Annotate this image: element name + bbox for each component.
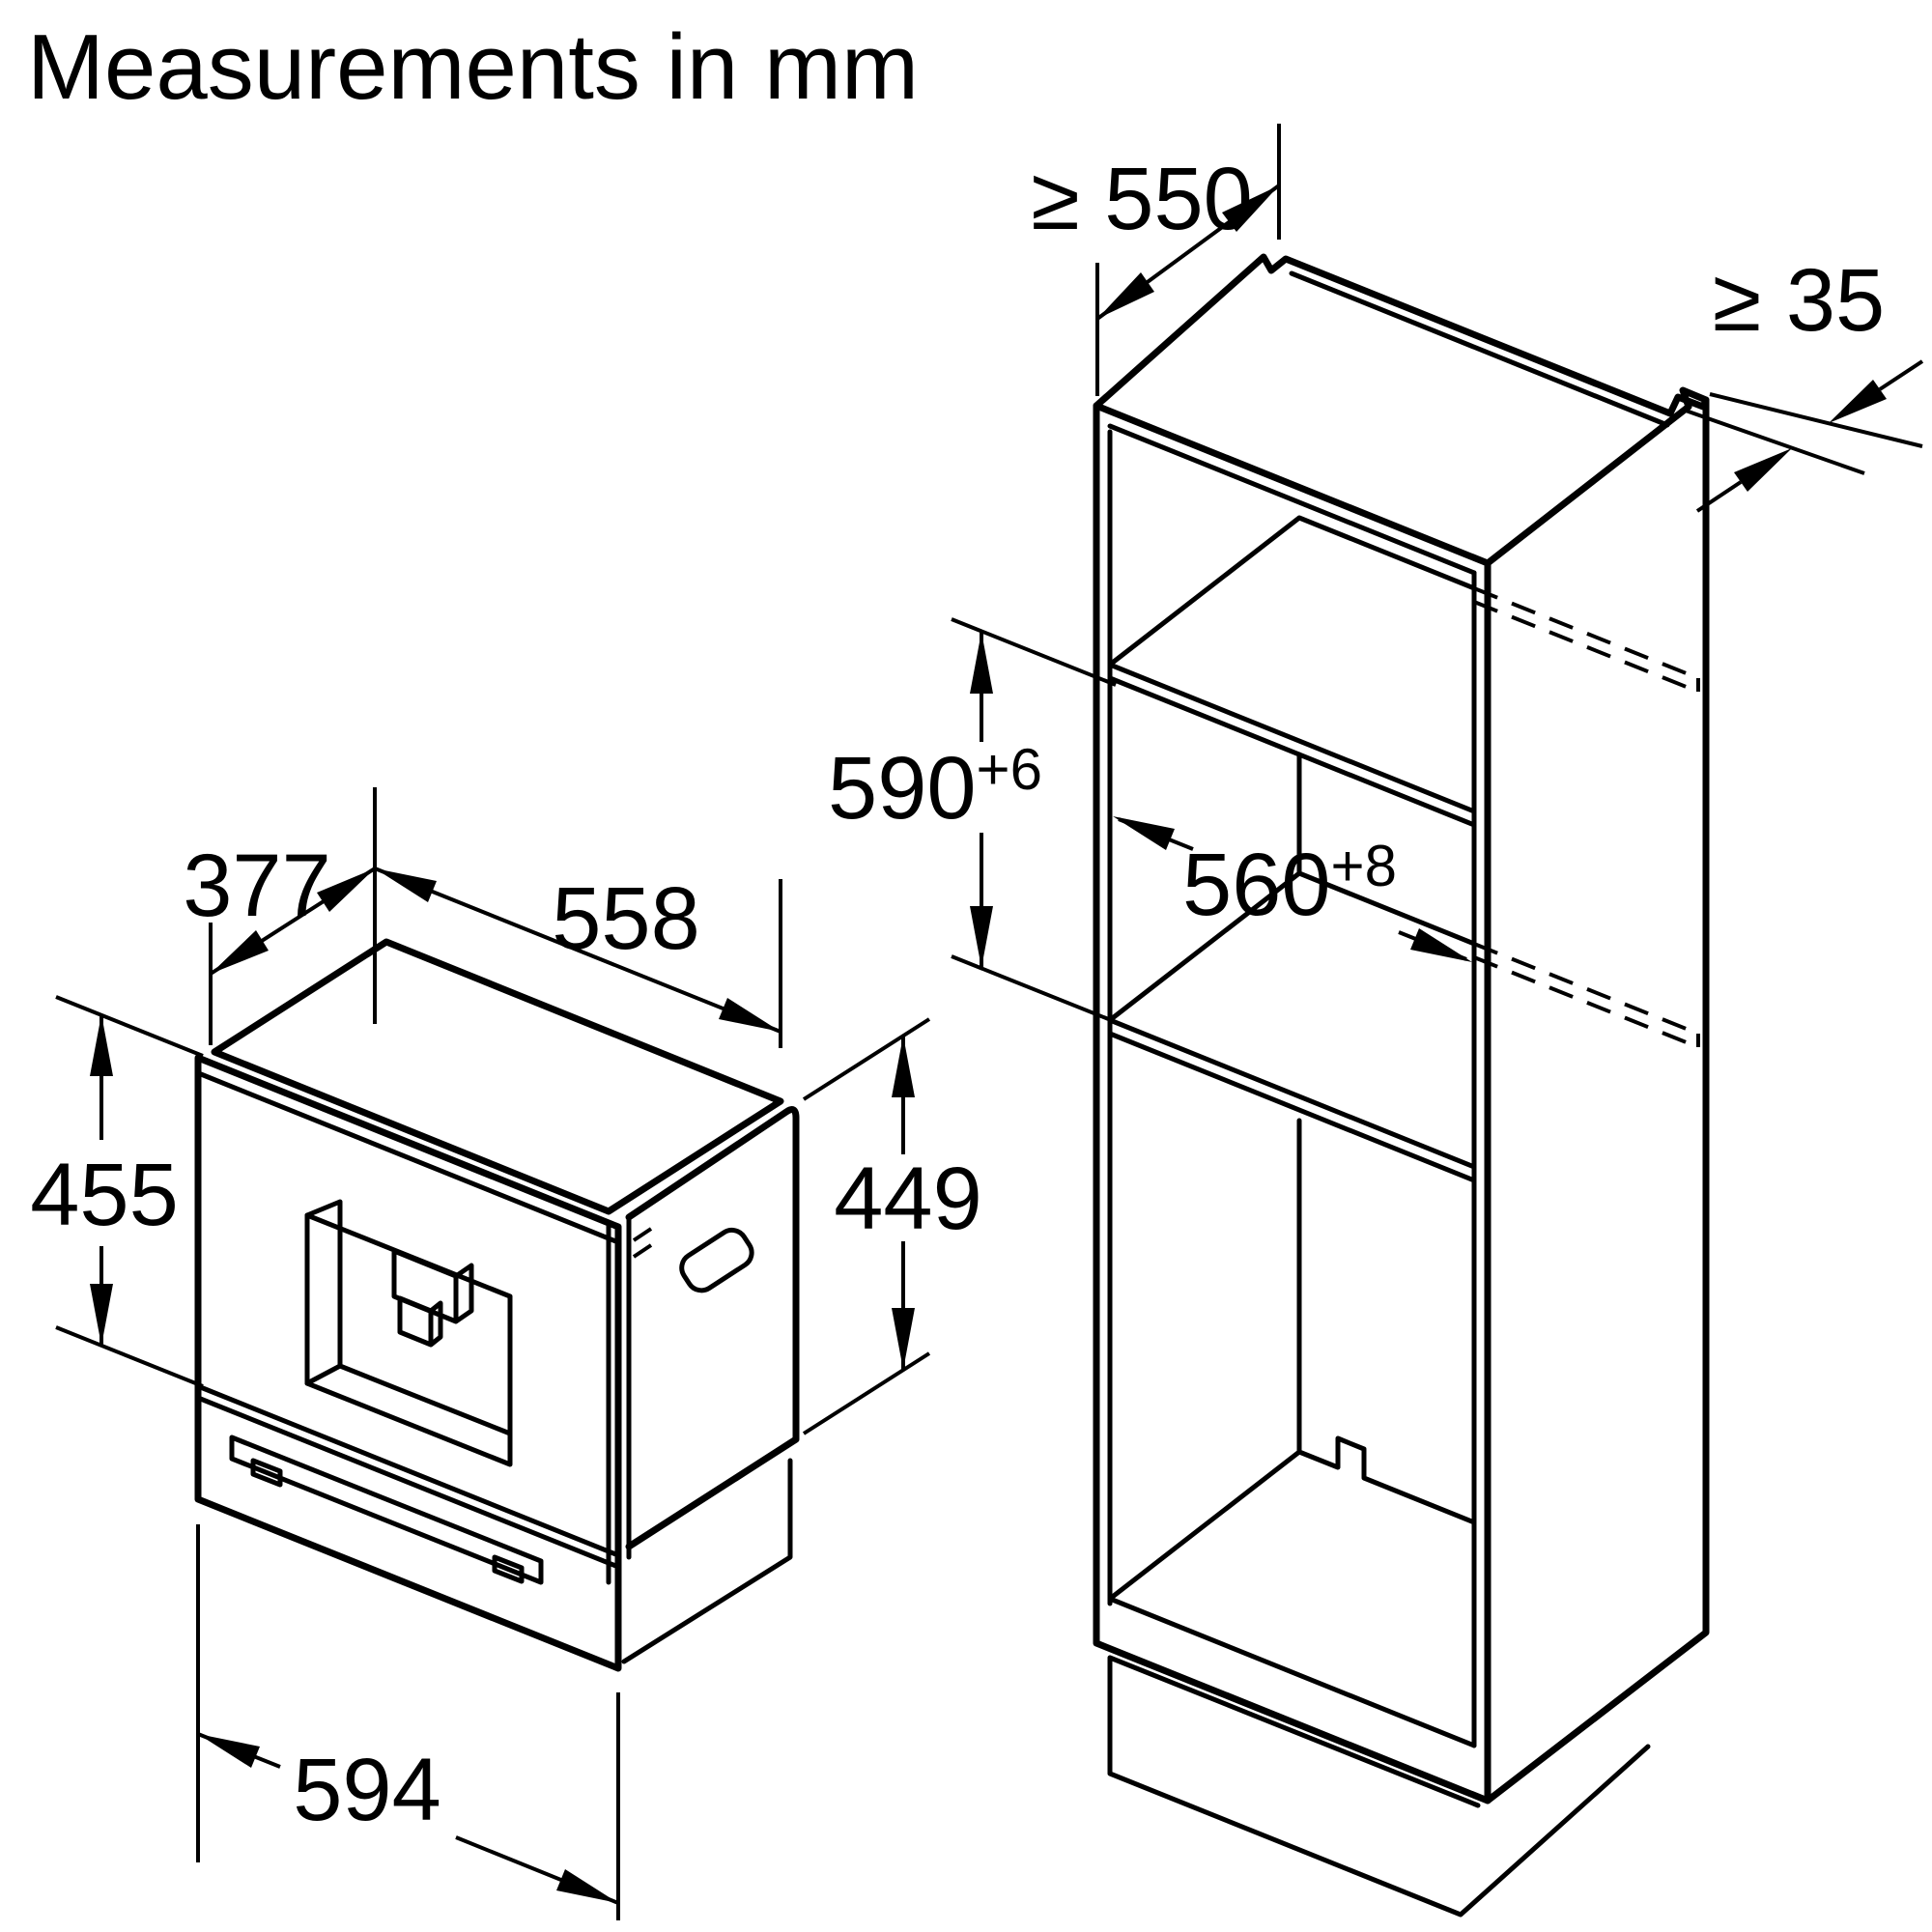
dim-appliance-front-height: 455 (30, 1146, 179, 1244)
appliance-frame-edge-band (606, 1214, 632, 1585)
bottom-compartment-interior (1107, 1118, 1477, 1602)
arrowhead (1410, 928, 1472, 962)
cabinet-dimensions: ≥ 550 ≥ 35 590+6 560+8 (828, 124, 1924, 1024)
dim-558-lines (374, 867, 782, 1048)
dim-35-lines (1685, 359, 1924, 513)
cabinet-top-face (1093, 253, 1710, 567)
dim-455-lines (55, 995, 204, 1388)
spout-outlet (397, 1295, 443, 1348)
appliance-front-chamfer (198, 1071, 621, 1245)
arrowhead (1734, 448, 1792, 492)
dim-appliance-bottom-width: 594 (293, 1741, 441, 1839)
cabinet-plinth (1107, 1655, 1651, 1918)
appliance-front-outline (194, 1054, 622, 1672)
appliance-side-face (625, 1106, 800, 1550)
arrowhead (719, 998, 781, 1032)
dim-594-lines (196, 1524, 620, 1920)
arrowhead (892, 1308, 915, 1370)
arrowhead (375, 868, 437, 902)
dim-niche-width: 560+8 (1182, 834, 1397, 934)
drawer-handle-standoffs (250, 1458, 525, 1584)
dim-appliance-depth: 377 (183, 837, 331, 935)
dim-449-lines (802, 1017, 931, 1435)
side-notch-mark (632, 1227, 653, 1259)
niche-interior (1107, 752, 1477, 1023)
dim-niche-width-tolerance: +8 (1331, 834, 1397, 898)
arrowhead (198, 1734, 260, 1768)
dim-appliance-side-height: 449 (834, 1150, 982, 1248)
arrowhead (1222, 185, 1279, 232)
appliance-dimensions: 377 558 455 449 594 (30, 787, 982, 1920)
arrowhead (90, 1014, 113, 1076)
arrowhead (892, 1036, 915, 1097)
arrowhead (556, 1869, 618, 1903)
appliance-front-split-lines (195, 1383, 621, 1570)
hidden-shelf-lower (1473, 942, 1700, 1049)
dim-niche-width-value: 560 (1182, 836, 1331, 934)
cabinet-drawing (1093, 253, 1710, 1918)
cabinet-side-edges (1484, 396, 1710, 1804)
drawer-side-edges (621, 1458, 793, 1664)
dim-appliance-top-width: 558 (552, 869, 700, 968)
arrowhead (1829, 380, 1887, 423)
dim-niche-height-tolerance: +6 (977, 737, 1042, 802)
side-grip-cutout (679, 1227, 754, 1293)
appliance-drawing (194, 938, 800, 1672)
cabinet-shelf-front-edges (1107, 423, 1477, 1748)
top-compartment-interior (1107, 515, 1477, 668)
arrowhead (90, 1284, 113, 1346)
arrowhead (970, 632, 993, 694)
dim-590-lines (951, 617, 1117, 1024)
dim-cabinet-depth-min: ≥ 550 (1031, 150, 1253, 248)
page-title: Measurements in mm (27, 15, 919, 119)
arrowhead (1113, 816, 1175, 850)
arrowhead (1097, 272, 1154, 319)
dim-niche-height-value: 590 (828, 739, 977, 838)
outlet-niche-interior (304, 1199, 513, 1436)
drawer-handle-bar (229, 1435, 544, 1585)
dim-cabinet-rear-gap-min: ≥ 35 (1713, 251, 1885, 350)
appliance-top-face (211, 938, 784, 1215)
spout-housing (391, 1248, 474, 1324)
dim-niche-height: 590+6 (828, 737, 1042, 838)
arrowhead (970, 906, 993, 968)
hidden-shelf-upper (1473, 586, 1700, 694)
cabinet-back-panel-edge (1289, 270, 1670, 428)
arrowhead (317, 868, 375, 912)
arrowhead (211, 930, 269, 974)
